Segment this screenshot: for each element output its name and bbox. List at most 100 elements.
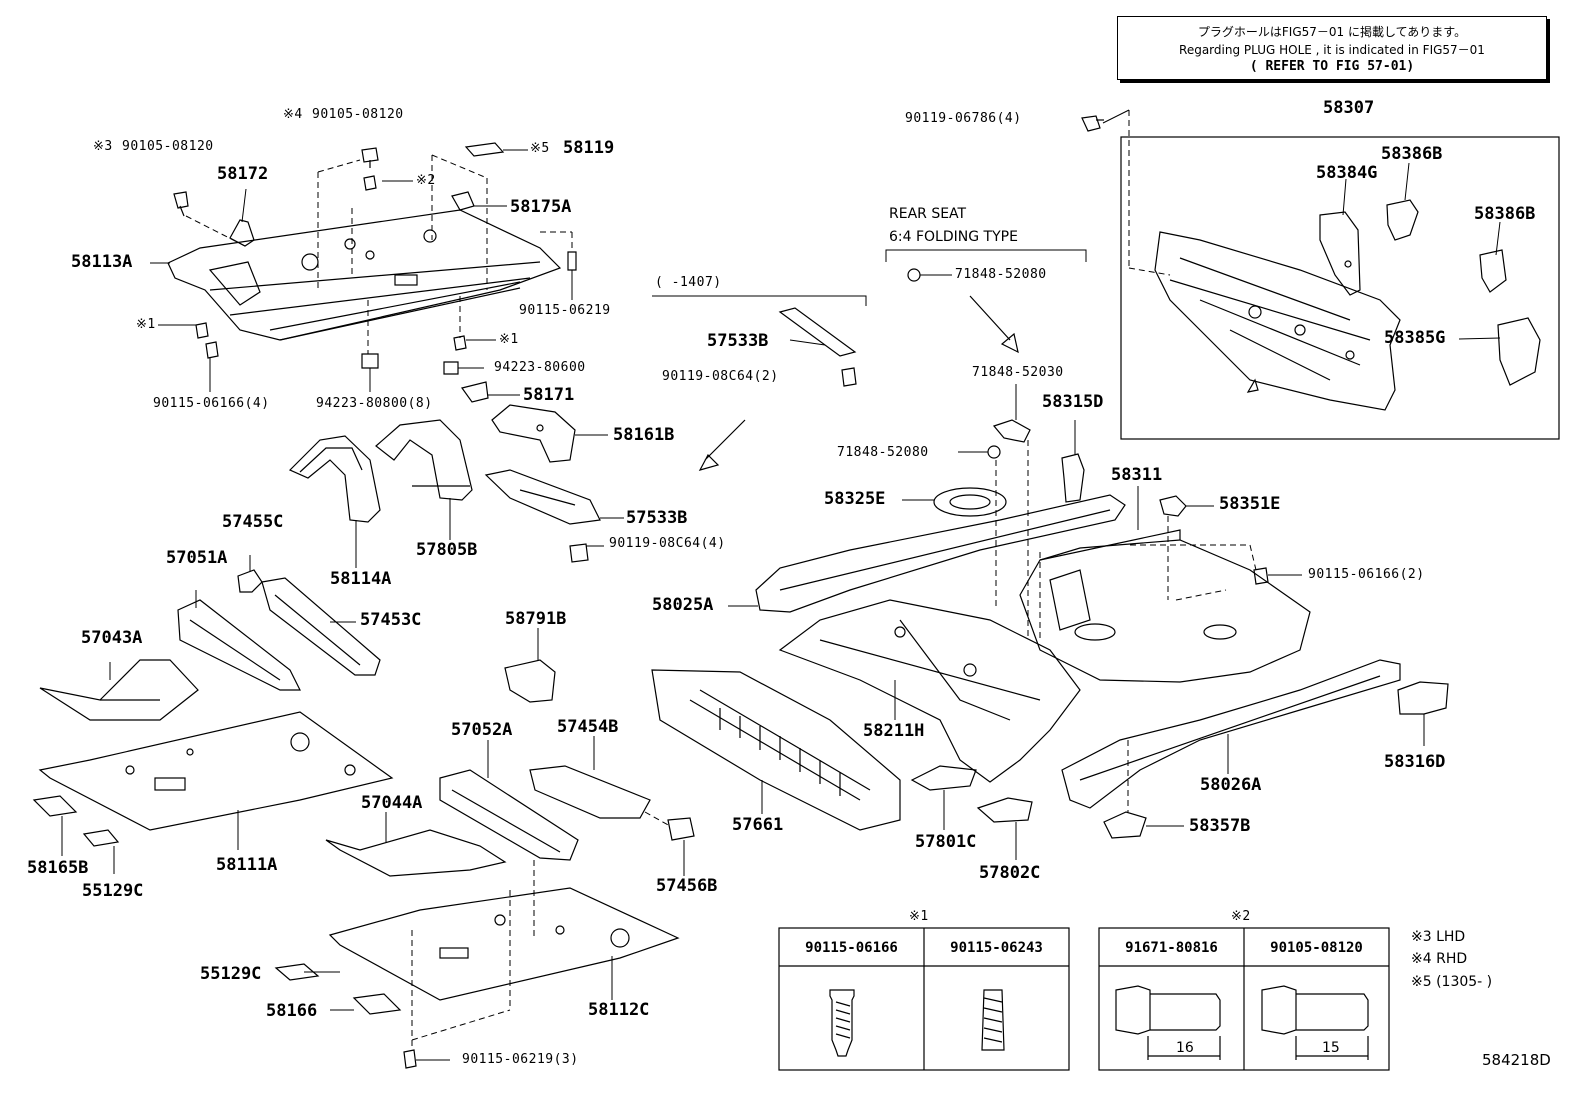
rear-seat-type-label: 6:4 FOLDING TYPE <box>889 229 1018 245</box>
part-label[interactable]: 58026A <box>1200 775 1262 795</box>
arrow-down-right <box>969 295 1019 354</box>
rear-panel-58307 <box>1154 231 1401 411</box>
part-label[interactable]: 58175A <box>510 197 572 217</box>
part-label[interactable]: 58311 <box>1111 465 1163 485</box>
part-label[interactable]: 58386B <box>1474 204 1536 224</box>
part-label[interactable]: 90119-08C64(2) <box>662 369 779 384</box>
note-period-5: ※5 (1305- ) <box>1411 974 1493 990</box>
part-label[interactable]: 58325E <box>824 489 886 509</box>
part-label[interactable]: 57044A <box>361 793 423 813</box>
part-label[interactable]: 58384G <box>1316 163 1378 183</box>
marker: ※2 <box>416 173 436 188</box>
legend-2-col1[interactable]: 91671-80816 <box>1125 940 1218 956</box>
bracket-58791b <box>504 659 556 703</box>
pad-58166 <box>352 993 402 1015</box>
bolt-90115-06166-2 <box>1253 567 1269 585</box>
part-label[interactable]: 58316D <box>1384 752 1446 772</box>
part-label[interactable]: 90119-08C64(4) <box>609 536 726 551</box>
bracket-58384g <box>1319 211 1361 296</box>
part-label[interactable]: 58114A <box>330 569 392 589</box>
part-label[interactable]: 71848-52080 <box>955 267 1047 282</box>
part-label[interactable]: 55129C <box>200 964 262 984</box>
bracket-58316d <box>1397 681 1449 715</box>
part-label[interactable]: 94223-80800(8) <box>316 396 433 411</box>
part-label[interactable]: 90115-06219 <box>519 303 611 318</box>
part-label[interactable]: 58315D <box>1042 392 1104 412</box>
note-line-3: ( REFER TO FIG 57-01) <box>1249 59 1415 74</box>
part-label[interactable]: 57043A <box>81 628 143 648</box>
bolt-90119-08c64 <box>569 367 857 563</box>
part-label[interactable]: 57801C <box>915 832 977 852</box>
part-label[interactable]: 57802C <box>979 863 1041 883</box>
part-label[interactable]: 94223-80600 <box>494 360 586 375</box>
bracket-58386b-1 <box>1386 199 1419 241</box>
part-label[interactable]: 57051A <box>166 548 228 568</box>
rear-floor-58311 <box>1019 529 1311 683</box>
panel-group-box <box>1120 136 1560 440</box>
marker: ※1 <box>136 317 156 332</box>
part-label[interactable]: 58161B <box>613 425 675 445</box>
note-rhd: ※4 RHD <box>1411 951 1468 967</box>
bracket-58315d <box>1061 453 1085 503</box>
part-label[interactable]: 90115-06166(2) <box>1308 567 1425 582</box>
part-label[interactable]: 58171 <box>523 385 575 405</box>
dimension-15: 15 <box>1322 1040 1340 1056</box>
part-label[interactable]: 57533B <box>626 508 688 528</box>
panel-58211h <box>778 599 1081 783</box>
part-label[interactable]: 90105-08120 <box>122 139 214 154</box>
part-label[interactable]: 57661 <box>732 815 784 835</box>
part-label[interactable]: 58791B <box>505 609 567 629</box>
clip-58119 <box>464 142 505 157</box>
plug-hole-note: プラグホールはFIG57－01 に掲載してあります。 Regarding PLU… <box>1117 16 1547 80</box>
part-label[interactable]: 57454B <box>557 717 619 737</box>
clip-71848-52080-top <box>907 268 921 282</box>
part-label[interactable]: 71848-52030 <box>972 365 1064 380</box>
part-label[interactable]: 58113A <box>71 252 133 272</box>
pad-58165b <box>32 795 78 817</box>
part-label[interactable]: 58386B <box>1381 144 1443 164</box>
part-label[interactable]: 71848-52080 <box>837 445 929 460</box>
part-label[interactable]: 90115-06166(4) <box>153 396 270 411</box>
part-label[interactable]: 58025A <box>652 595 714 615</box>
member-57043a <box>39 659 199 721</box>
bolt-90115-06219-3 <box>403 1049 417 1069</box>
legend-2-col2[interactable]: 90105-08120 <box>1270 940 1363 956</box>
part-label[interactable]: 58165B <box>27 858 89 878</box>
bracket-58385g <box>1497 317 1541 386</box>
part-label[interactable]: 58119 <box>563 138 615 158</box>
pan-58325e <box>933 487 1007 517</box>
part-label[interactable]: 57455C <box>222 512 284 532</box>
member-57044a <box>325 829 507 877</box>
part-label[interactable]: 58111A <box>216 855 278 875</box>
member-57453c <box>261 577 381 676</box>
part-label[interactable]: 58172 <box>217 164 269 184</box>
part-label[interactable]: 90115-06219(3) <box>462 1052 579 1067</box>
part-label[interactable]: 58307 <box>1323 98 1375 118</box>
rear-seat-label: REAR SEAT <box>889 206 967 222</box>
brace-57533b-lower <box>484 469 601 525</box>
part-label[interactable]: 90119-06786(4) <box>905 111 1022 126</box>
part-label[interactable]: 58351E <box>1219 494 1281 514</box>
part-label[interactable]: 58385G <box>1384 328 1446 348</box>
note-line-1: プラグホールはFIG57－01 に掲載してあります。 <box>1197 25 1467 39</box>
part-label[interactable]: 57456B <box>656 876 718 896</box>
part-label[interactable]: 55129C <box>82 881 144 901</box>
part-label[interactable]: 58112C <box>588 1000 650 1020</box>
marker: ※4 <box>283 107 303 122</box>
pad-55129c-1 <box>82 829 120 847</box>
crossmember-58114a <box>288 435 381 523</box>
legend-1-col2[interactable]: 90115-06243 <box>950 940 1043 956</box>
part-label[interactable]: 57052A <box>451 720 513 740</box>
bracket-57801c <box>910 765 977 791</box>
bracket-58386b-2 <box>1479 249 1507 293</box>
part-label[interactable]: 57453C <box>360 610 422 630</box>
legend-1-col1[interactable]: 90115-06166 <box>805 940 898 956</box>
part-label[interactable]: 90105-08120 <box>312 107 404 122</box>
part-label[interactable]: 57533B <box>707 331 769 351</box>
part-label[interactable]: 58166 <box>266 1001 318 1021</box>
part-label[interactable]: 58211H <box>863 721 925 741</box>
part-label[interactable]: 58357B <box>1189 816 1251 836</box>
marker: ※3 <box>93 139 113 154</box>
part-label[interactable]: 57805B <box>416 540 478 560</box>
clip-57455c <box>237 569 263 593</box>
